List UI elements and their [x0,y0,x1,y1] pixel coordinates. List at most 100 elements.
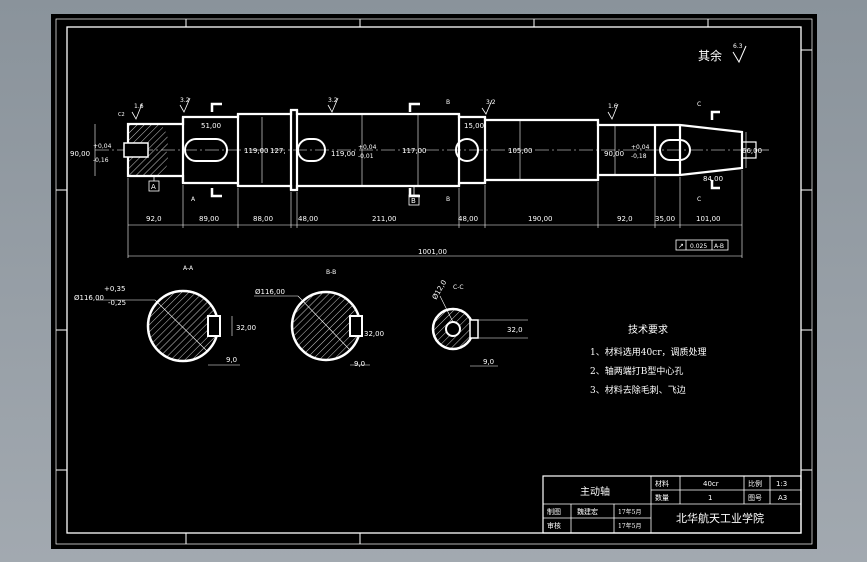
dia-mid: 119,00 [331,150,356,158]
runout-symbol: ↗ [678,242,684,250]
dim-chain-lines [127,170,743,258]
dia-127: 127, [270,147,286,155]
dim-101: 101,00 [696,215,721,223]
section-bb-title: B-B [326,269,336,276]
section-cc-width: 32,0 [507,326,523,334]
dia-left: 90,00 [70,150,90,158]
dim-92-left: 92,0 [146,215,162,223]
title-checked-label: 审核 [547,521,561,530]
roughness-mark-2: 3.2 [180,97,190,104]
zone-ticks [56,19,812,544]
title-drawn-name: 魏建宏 [577,507,598,516]
roughness-value: 6.3 [733,43,743,50]
keyway-1 [184,138,228,162]
roughness-mark-3: 3.2 [328,97,338,104]
section-aa-title: A-A [183,265,194,272]
title-qty-label: 数量 [655,493,669,502]
section-aa-tol-upper: +0,35 [104,285,125,293]
dia-right-lower-tol: -0,18 [631,153,647,160]
dia-119: 119,00 [244,147,269,155]
dia-105: 105,00 [508,147,533,155]
section-bb-width: 32,00 [364,330,384,338]
dim-88: 88,00 [253,215,273,223]
title-scale-value: 1:3 [776,480,787,488]
surface-roughness-marks [131,97,619,120]
keyway-3 [455,138,479,162]
section-bb [254,290,370,366]
title-part-name: 主动轴 [580,485,610,498]
section-bb-depth: 9,0 [354,360,365,368]
tech-req-item-1: 1、材料选用40cr，调质处理 [590,346,707,358]
dia-right-upper-tol: +0,04 [631,144,650,151]
section-aa-width: 32,00 [236,324,256,332]
title-scale-label: 比例 [748,479,762,488]
title-material-label: 材料 [655,479,669,488]
title-school: 北华航天工业学院 [676,511,764,525]
roughness-symbol: 6.3 [732,43,747,64]
dim-keyway-3: 15,00 [464,122,484,130]
title-drawn-label: 制图 [547,507,561,516]
runout-frame: ↗ 0.025 A-B [675,239,729,251]
roughness-general-label: 其余 [698,48,722,63]
chamfer-label: C2 [118,112,125,118]
inner-frame [66,26,802,534]
shaft-outline [126,108,744,192]
section-mark-c-top: C [697,101,701,108]
dia-left-lower-tol: -0,16 [93,157,109,164]
section-cc-diameter: Ø12,0 [431,279,448,301]
tech-req-item-3: 3、材料去除毛刺、飞边 [590,384,686,396]
section-mark-a-bottom: A [191,196,196,203]
title-material-value: 40cr [703,480,719,488]
section-mark-c-bottom: C [697,196,701,203]
dim-35: 35,00 [655,215,675,223]
tech-req-title: 技术要求 [628,323,668,336]
section-aa [96,289,240,366]
dim-48-right: 48,00 [458,215,478,223]
dim-keyway-1: 51,00 [201,122,221,130]
dia-66: 66,00 [742,147,762,155]
dim-right-end: 84,00 [703,175,723,183]
roughness-mark-5: 1.6 [608,103,618,110]
dia-mid-lower-tol: -0,01 [358,153,374,160]
dim-total: 1001,00 [418,248,447,256]
runout-value: 0.025 [690,243,707,250]
section-cc-title: C-C [453,284,464,291]
drawing-sheet: 其余 6.3 [51,14,817,549]
diameter-dim-lines [94,114,747,186]
section-mark-b-top: B [446,99,450,106]
section-aa-depth: 9,0 [226,356,237,364]
roughness-mark-1: 1.6 [134,103,144,110]
section-cc [431,295,528,367]
runout-datum: A-B [714,243,724,250]
dim-92-right: 92,0 [617,215,633,223]
title-checked-date: 17年5月 [618,522,641,530]
title-drawn-date: 17年5月 [618,508,641,516]
dia-117: 117,00 [402,147,427,155]
tech-req-item-2: 2、轴两端打B型中心孔 [590,365,683,377]
datum-b-label: B [411,197,416,205]
dim-190: 190,00 [528,215,553,223]
engineering-drawing: 其余 6.3 [55,18,813,545]
dim-89: 89,00 [199,215,219,223]
title-drawing-no-label: 图号 [748,494,762,502]
dia-mid-upper-tol: +0,04 [358,144,377,151]
dim-211: 211,00 [372,215,397,223]
dia-right: 90,00 [604,150,624,158]
section-aa-tol-lower: -0,25 [108,299,126,307]
section-mark-b-bottom: B [446,196,450,203]
title-qty-value: 1 [708,494,712,502]
keyway-2 [297,138,326,162]
section-markers [210,102,720,198]
section-bb-diameter: Ø116,00 [255,288,285,296]
section-aa-diameter: Ø116,00 [74,294,104,302]
center-hole [123,142,149,158]
keyway-4 [659,139,691,161]
outer-frame [55,18,813,545]
roughness-mark-4: 3.2 [486,99,496,106]
title-block [542,475,802,534]
dia-left-upper-tol: +0,04 [93,143,112,150]
title-drawing-no-value: A3 [778,494,787,502]
dim-48-left: 48,00 [298,215,318,223]
datum-a-label: A [151,183,156,191]
